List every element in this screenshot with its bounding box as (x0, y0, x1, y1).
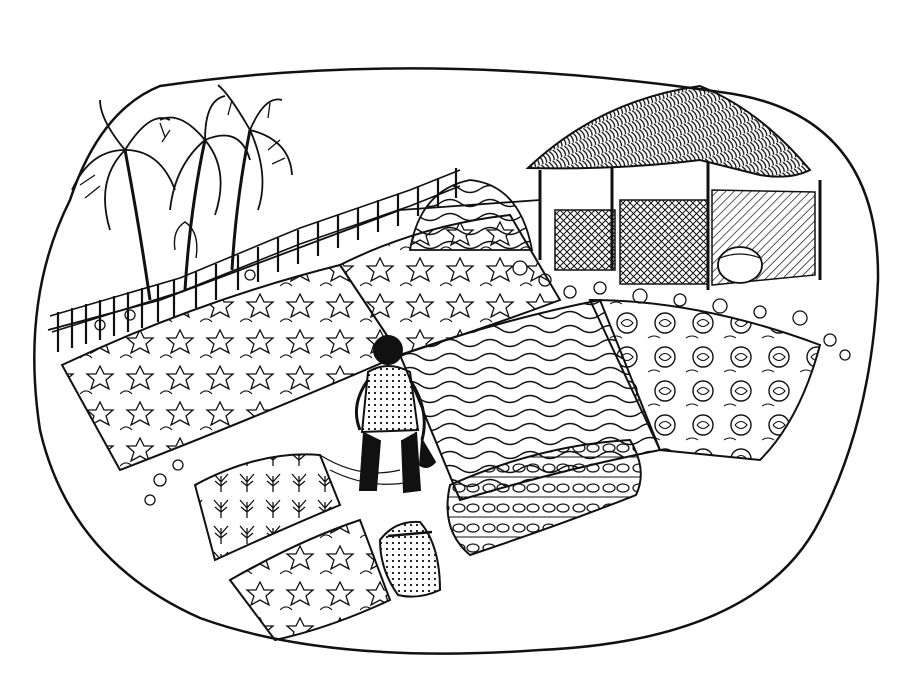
bed-sprouts (193, 453, 342, 562)
gardener (354, 335, 437, 494)
palm-trees (71, 84, 293, 301)
bed-row-crops (446, 438, 642, 557)
bed-bottom (228, 518, 392, 642)
bed-cabbages (588, 298, 822, 462)
stone-paths (94, 260, 851, 506)
bed-leafy-left (60, 263, 402, 472)
thatched-hut (525, 84, 822, 290)
sack (378, 520, 442, 598)
fence (49, 168, 461, 352)
frame-outline (33, 67, 880, 655)
